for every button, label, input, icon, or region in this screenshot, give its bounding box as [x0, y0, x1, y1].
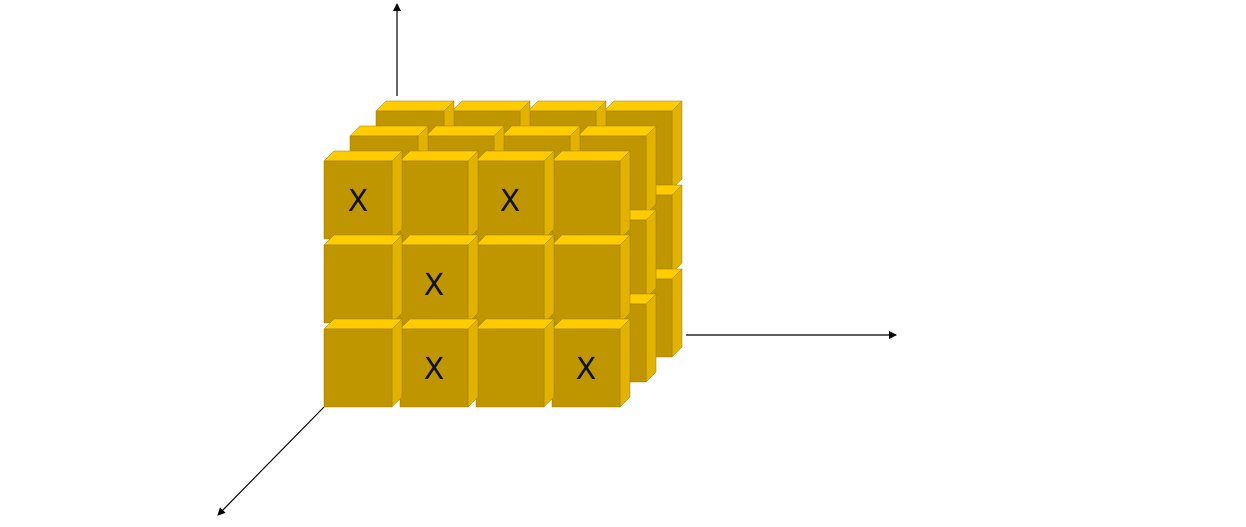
cube-top-face [475, 234, 555, 246]
cube-mark-label: X [576, 352, 597, 387]
cube-front-face [475, 328, 545, 408]
cube-L0-R1-C3 [551, 234, 631, 324]
cube-side-face [645, 293, 657, 383]
cube-front-face [551, 160, 621, 240]
cube-side-face [619, 234, 631, 324]
cube-top-face [475, 150, 555, 162]
depth-axis [217, 406, 325, 516]
cube-side-face [645, 125, 657, 215]
cube-L0-R2-C1 [399, 318, 479, 408]
cube-top-face [603, 100, 683, 112]
cube-front-face [475, 160, 545, 240]
cube-top-face [399, 150, 479, 162]
cube-side-face [391, 318, 403, 408]
cube-top-face [323, 234, 403, 246]
cube-top-face [451, 100, 531, 112]
cube-side-face [671, 100, 683, 190]
cube-side-face [645, 209, 657, 299]
cube-mark-label: X [348, 184, 369, 219]
cube-front-face [323, 160, 393, 240]
cube-front-face [323, 328, 393, 408]
cube-front-face [399, 160, 469, 240]
cube-top-face [323, 150, 403, 162]
cube-side-face [619, 150, 631, 240]
cube-front-face [399, 244, 469, 324]
cube-top-face [475, 318, 555, 330]
cube-L0-R1-C0 [323, 234, 403, 324]
cube-side-face [543, 318, 555, 408]
cube-L0-R0-C3 [551, 150, 631, 240]
cube-top-face [323, 318, 403, 330]
cube-top-face [577, 125, 657, 137]
cube-mark-label: X [424, 268, 445, 303]
cube-L0-R0-C2 [475, 150, 555, 240]
cube-front-face [399, 328, 469, 408]
cube-L0-R1-C1 [399, 234, 479, 324]
cube-side-face [467, 150, 479, 240]
cube-L0-R2-C0 [323, 318, 403, 408]
cube-mark-label: X [500, 184, 521, 219]
cube-top-face [551, 150, 631, 162]
cube-side-face [391, 234, 403, 324]
cube-top-face [551, 234, 631, 246]
cube-top-face [375, 100, 455, 112]
cube-front-face [551, 328, 621, 408]
cube-front-face [475, 244, 545, 324]
cube-top-face [399, 318, 479, 330]
cube-side-face [467, 318, 479, 408]
cube-side-face [467, 234, 479, 324]
cube-side-face [671, 184, 683, 274]
cube-front-face [323, 244, 393, 324]
cube-top-face [399, 234, 479, 246]
cube-side-face [543, 234, 555, 324]
cube-L0-R2-C3 [551, 318, 631, 408]
cube-L0-R1-C2 [475, 234, 555, 324]
cube-L0-R0-C1 [399, 150, 479, 240]
cube-top-face [527, 100, 607, 112]
cube-side-face [391, 150, 403, 240]
axes [217, 3, 897, 516]
cube-front-face [551, 244, 621, 324]
cube-side-face [543, 150, 555, 240]
cube-mark-label: X [424, 352, 445, 387]
cube-top-face [349, 125, 429, 137]
cube-top-face [551, 318, 631, 330]
cube-L0-R0-C0 [323, 150, 403, 240]
cube-side-face [671, 268, 683, 358]
cube-L0-R2-C2 [475, 318, 555, 408]
cube-top-face [501, 125, 581, 137]
cube-side-face [619, 318, 631, 408]
cube-top-face [425, 125, 505, 137]
cube-stack [323, 100, 683, 408]
cube-marks: X X X X X [348, 184, 597, 387]
